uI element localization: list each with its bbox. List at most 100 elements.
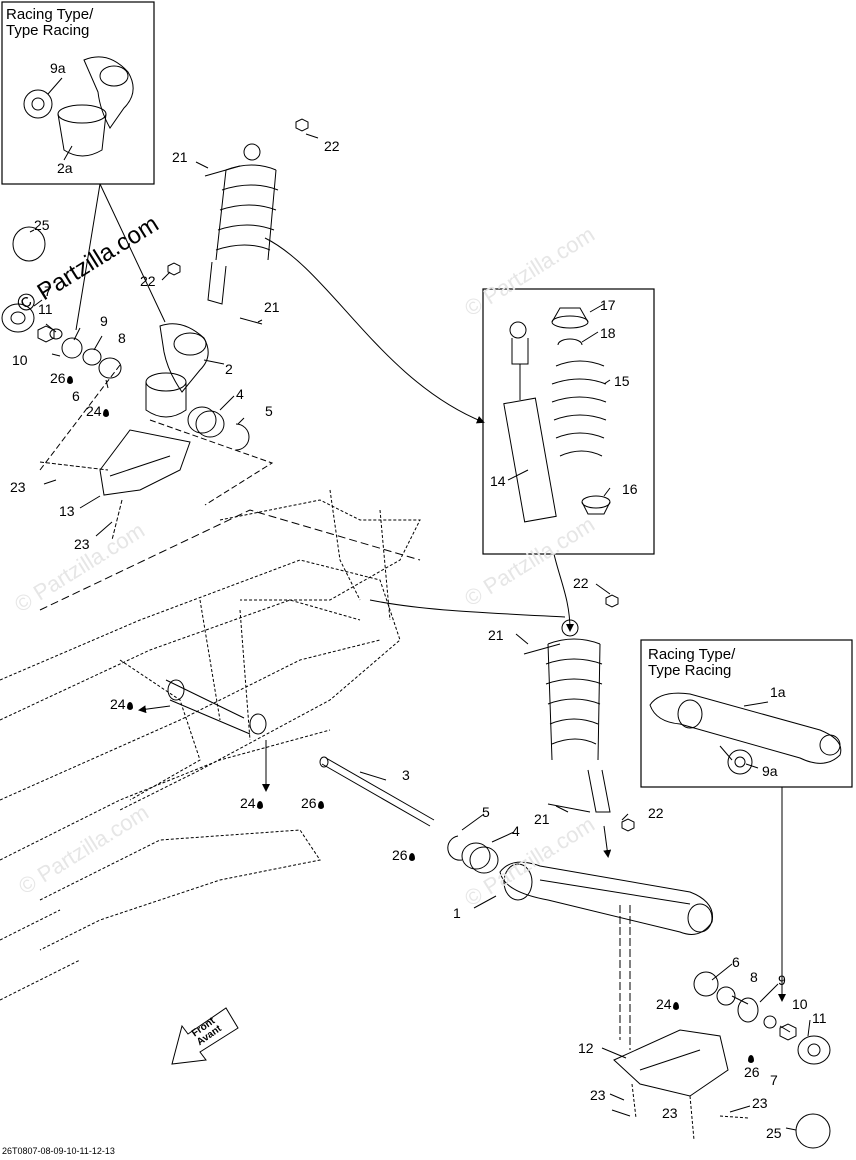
callout-22-mid: 22 [140, 273, 156, 289]
callout-6-low: 6 [732, 954, 740, 970]
callout-4-low: 4 [512, 823, 520, 839]
callout-5-low: 5 [482, 804, 490, 820]
callout-3: 3 [402, 767, 410, 783]
callout-4-top: 4 [236, 386, 244, 402]
part-2-bracket-shell [159, 323, 209, 393]
callout-7-top: 7 [44, 283, 52, 299]
chassis-frame [0, 489, 421, 1001]
racing-inset-title-top-2: Type Racing [6, 22, 90, 39]
callout-13: 13 [59, 503, 75, 519]
callout-8-low: 8 [750, 969, 758, 985]
part-22-nut-top [295, 118, 309, 132]
part-8-seal [82, 348, 102, 366]
racing-inset-box-top [1, 1, 155, 185]
part-21-bolt-top [204, 165, 241, 177]
callout-7-low: 7 [770, 1072, 778, 1088]
callout-10-low: 10 [792, 996, 808, 1012]
grease-drop-icon [102, 409, 109, 417]
part-14-shock-body [503, 321, 557, 523]
part-5-ring [235, 423, 250, 451]
callout-22-low: 22 [573, 575, 589, 591]
part-18-clip [557, 338, 583, 346]
callout-26-bot: 26 [744, 1055, 760, 1079]
part-21-bolt-bot [547, 803, 591, 813]
part-10-nut [37, 325, 55, 343]
part-21-bolt-low [523, 643, 561, 655]
part-25-clip-low [795, 1113, 831, 1149]
part-6-washer [98, 357, 122, 379]
grease-drop-icon [256, 801, 263, 809]
callout-9a-right: 9a [762, 763, 778, 779]
callout-16: 16 [622, 481, 638, 497]
callout-21-bot: 21 [534, 811, 550, 827]
part-9a-spacer-right [727, 749, 753, 775]
callout-18: 18 [600, 325, 616, 341]
callout-10-top: 10 [12, 352, 28, 368]
racing-inset-title-right-1: Racing Type/ [648, 646, 736, 663]
callout-25-top: 25 [34, 217, 50, 233]
grease-drop-icon [748, 1055, 754, 1063]
callout-1a: 1a [770, 684, 786, 700]
part-21-bolt-mid [239, 317, 263, 325]
callout-23-e: 23 [662, 1105, 678, 1121]
part-4-bearing-low [461, 842, 499, 874]
part-10-washer-low [763, 1015, 777, 1029]
callout-9a-top: 9a [50, 60, 66, 76]
front-arrow [171, 1007, 239, 1065]
part-9-cap-low [737, 997, 759, 1023]
lower-shock-absorber [545, 619, 611, 813]
grease-drop-icon [317, 801, 324, 809]
bracket-top-inset [83, 56, 134, 129]
frame-tube-mid [165, 679, 267, 735]
part-16-seat [581, 495, 611, 515]
callout-6-top: 6 [72, 388, 80, 404]
part-9a-spacer [23, 89, 53, 119]
part-22-nut-mid [167, 262, 181, 276]
part-15-spring [551, 360, 607, 457]
grease-drop-icon [672, 1002, 679, 1010]
part-1-lower-arm [499, 861, 714, 935]
callout-24-top: 24 [86, 404, 109, 418]
callout-25-low: 25 [766, 1125, 782, 1141]
callout-15: 15 [614, 373, 630, 389]
callout-24-low: 24 [240, 796, 263, 810]
grease-drop-icon [66, 376, 73, 384]
callout-17: 17 [600, 297, 616, 313]
part-22-nut-bot [621, 818, 635, 832]
racing-inset-title-top-1: Racing Type/ [6, 6, 94, 23]
part-11-washer [49, 328, 63, 340]
part-7-hub [1, 303, 35, 333]
callout-26-mid: 26 [301, 796, 324, 810]
part-25-clip [12, 226, 46, 262]
callout-9-low: 9 [778, 972, 786, 988]
callout-22-bot: 22 [648, 805, 664, 821]
callout-2a: 2a [57, 160, 73, 176]
callout-23-c: 23 [590, 1087, 606, 1103]
callout-23-b: 23 [74, 536, 90, 552]
callout-21-mid: 21 [264, 299, 280, 315]
part-4-bearing [187, 406, 225, 438]
callout-11-top: 11 [38, 301, 53, 317]
grease-drop-icon [408, 853, 415, 861]
callout-14: 14 [490, 473, 506, 489]
callout-1: 1 [453, 905, 461, 921]
part-3-shaft [319, 756, 435, 827]
callout-2: 2 [225, 361, 233, 377]
part-2a-bushing [57, 104, 107, 157]
part-22-nut-low [605, 594, 619, 608]
callout-12: 12 [578, 1040, 594, 1056]
racing-inset-box-right [640, 639, 853, 788]
diagram-reference-code: 26T0807-08-09-10-11-12-13 [2, 1146, 115, 1156]
callout-23-d: 23 [752, 1095, 768, 1111]
part-1a-arm [649, 692, 842, 764]
upper-shock-absorber [207, 143, 279, 305]
shock-detail-box [482, 288, 655, 555]
part-5-ring-low [447, 835, 463, 861]
part-6-washer-low [693, 971, 719, 997]
callout-8-top: 8 [118, 330, 126, 346]
part-7-hub-low [797, 1035, 831, 1065]
part-13-guard [99, 429, 191, 496]
part-17-cap [551, 307, 589, 329]
callout-26-top: 26 [50, 371, 73, 385]
